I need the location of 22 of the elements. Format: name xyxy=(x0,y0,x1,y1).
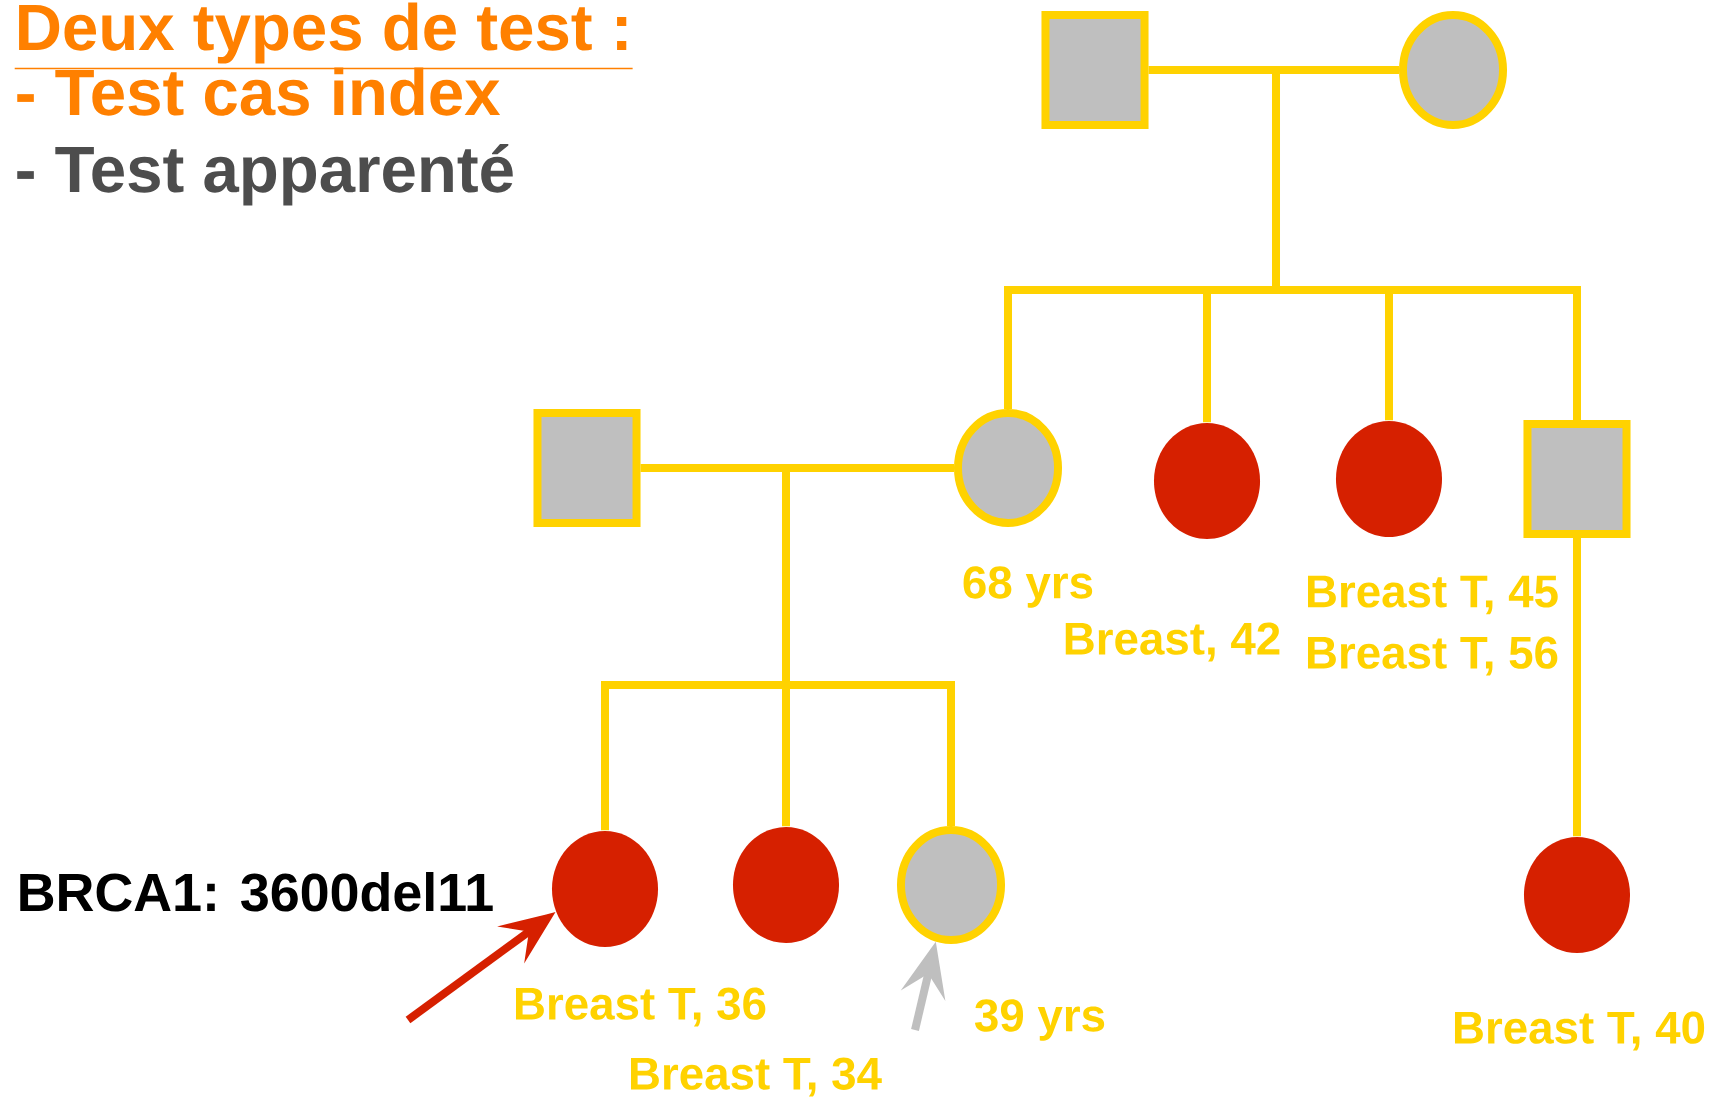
circle-symbol xyxy=(551,830,659,948)
annotation-text: Breast T, 36 xyxy=(516,987,766,1027)
annotation-text: Breast, 42 xyxy=(1065,622,1280,662)
square-symbol xyxy=(1041,11,1149,130)
square-symbol xyxy=(533,408,641,528)
circle-symbol xyxy=(1523,836,1631,954)
circle-symbol xyxy=(732,826,840,944)
circle-symbol xyxy=(1335,420,1443,538)
label-text: - Test apparenté xyxy=(17,144,513,206)
annotation-text: Breast T, 40 xyxy=(1455,1011,1705,1051)
label-text: BRCA1: 3600del11 xyxy=(20,872,493,912)
annotation-text: 68 yrs xyxy=(963,566,1093,608)
annotation-text: Breast T, 34 xyxy=(631,1057,882,1097)
annotation-text: Breast T, 56 xyxy=(1308,636,1558,676)
annotation-text: Breast T, 45 xyxy=(1308,575,1558,615)
circle-symbol xyxy=(1154,422,1261,540)
label-text: - Test cas index xyxy=(17,67,501,116)
square-symbol xyxy=(1523,419,1631,539)
circle-symbol xyxy=(1399,11,1508,130)
circle-symbol xyxy=(897,825,1006,945)
annotation-text: 39 yrs xyxy=(974,999,1105,1041)
circle-symbol xyxy=(954,408,1063,528)
